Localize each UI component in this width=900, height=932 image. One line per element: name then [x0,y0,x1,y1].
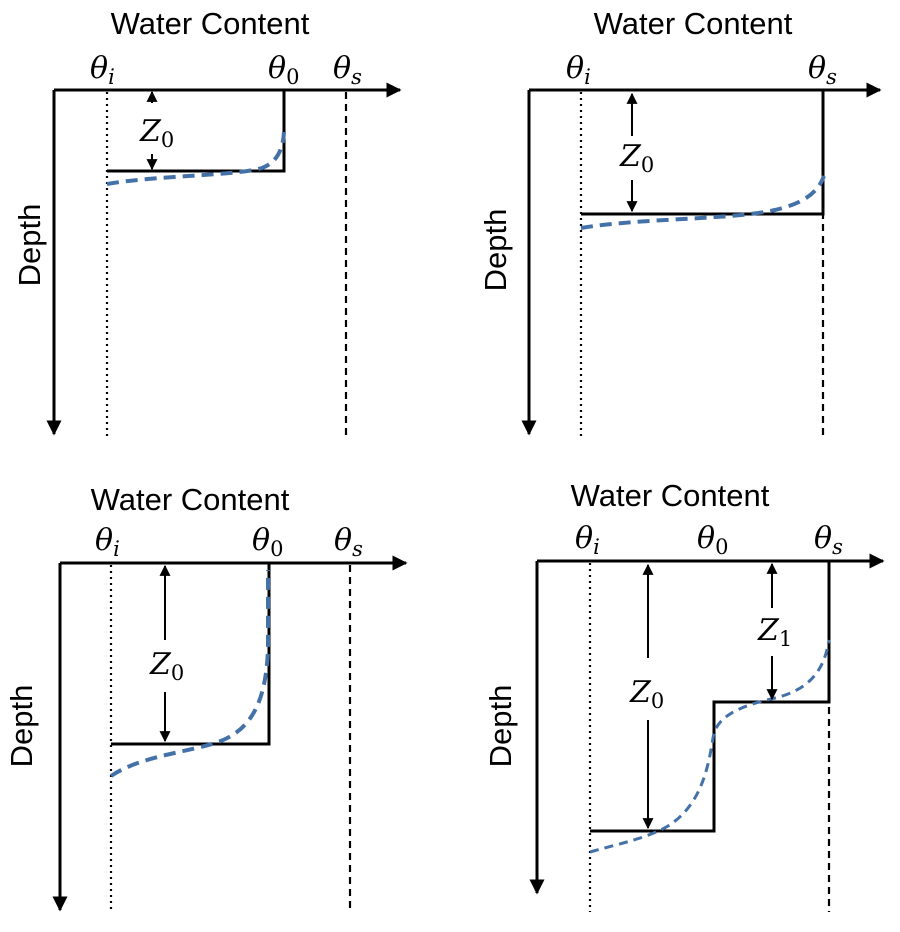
theta-0-label: θ0 [268,51,299,89]
theta-s-label: θs [814,521,843,559]
panel-bottom-right: Water Content Depth θi θ0 θs Z0 Z1 [483,478,885,912]
moisture-profile-curve [589,639,831,854]
z1-label: Z1 [757,613,792,651]
z0-label: Z0 [149,647,184,685]
depth-axis-label: Depth [12,204,47,287]
sharp-wetting-front [581,90,825,216]
theta-i-label: θi [575,521,600,559]
z0-label: Z0 [629,675,664,713]
depth-axis-label: Depth [478,209,513,292]
depth-axis-label: Depth [4,685,39,768]
theta-s-label: θs [808,51,837,89]
sharp-wetting-front [590,561,831,833]
theta-s-label: θs [334,523,363,561]
panel-title: Water Content [571,478,770,513]
theta-i-label: θi [566,51,591,89]
theta-0-label: θ0 [252,523,283,561]
panel-title: Water Content [594,6,793,41]
panel-title: Water Content [111,6,310,41]
z0-label: Z0 [619,139,654,177]
theta-i-label: θi [95,523,120,561]
theta-s-label: θs [333,51,362,89]
theta-i-label: θi [90,51,115,89]
moisture-profile-curve [109,570,270,778]
panel-title: Water Content [91,482,290,517]
depth-axis-label: Depth [483,685,518,768]
z0-label: Z0 [139,114,174,152]
moisture-profile-curve [106,131,286,186]
panel-top-left: Water Content Depth θi θ0 θs Z0 [12,6,402,436]
sharp-wetting-front [111,563,271,746]
moisture-profile-curve [580,175,826,230]
sharp-wetting-front [107,90,286,173]
theta-0-label: θ0 [697,521,728,559]
panel-top-right: Water Content Depth θi θs Z0 [478,6,882,436]
panel-bottom-left: Water Content Depth θi θ0 θs Z0 [4,482,408,912]
